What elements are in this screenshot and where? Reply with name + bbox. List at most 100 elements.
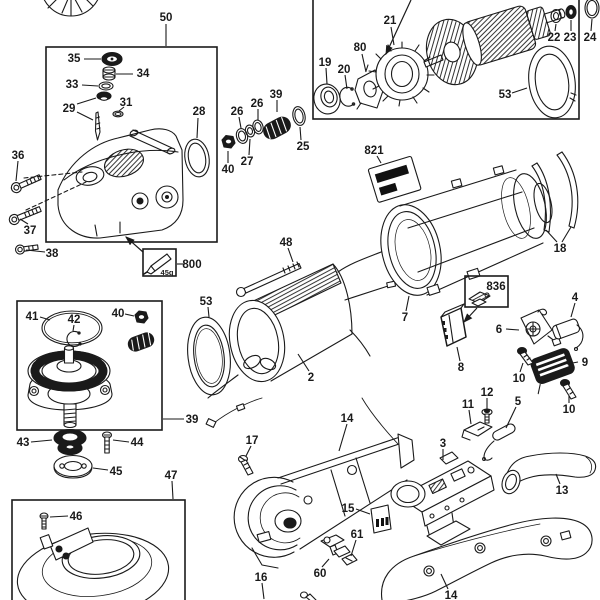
leader-line <box>171 480 174 500</box>
screw-44 <box>101 431 113 454</box>
leader-line <box>390 26 395 46</box>
part-label-42: 42 <box>68 314 81 326</box>
leader-line <box>49 515 69 518</box>
leader-line <box>30 439 53 443</box>
part-label-836: 836 <box>486 281 505 293</box>
bolt-38 <box>14 244 39 255</box>
brush-icon-836 <box>468 291 491 307</box>
part-label-22: 22 <box>548 32 561 44</box>
ring-53-armature <box>528 45 577 119</box>
leader-line <box>81 84 99 87</box>
leader-line <box>376 155 382 164</box>
clamp-nut-45 <box>53 454 93 479</box>
pinion-gear-39 <box>263 116 291 140</box>
brush-holder-6 <box>520 308 562 347</box>
leader-line <box>207 306 210 318</box>
washer-23 <box>565 4 577 20</box>
leader-line <box>590 18 593 32</box>
box-group-47 <box>11 499 186 600</box>
part-label-29: 29 <box>63 103 76 115</box>
leader-line <box>245 445 252 457</box>
screw-10-b <box>559 378 577 400</box>
part-label-50: 50 <box>160 12 173 24</box>
part-label-9: 9 <box>582 357 588 369</box>
washer-22 <box>550 8 562 24</box>
part-label-821: 821 <box>364 145 384 157</box>
part-label-25: 25 <box>297 141 310 153</box>
part-label-44: 44 <box>131 437 144 449</box>
leader-line <box>39 316 51 321</box>
ring-24 <box>584 0 600 19</box>
leader-line <box>440 573 449 590</box>
leader-line <box>261 582 265 600</box>
part-label-19: 19 <box>319 57 332 69</box>
screw-10-a <box>516 346 534 366</box>
leader-line <box>92 467 109 471</box>
part-label-14: 14 <box>445 590 458 600</box>
part-label-17: 17 <box>246 435 259 447</box>
leader-line <box>76 97 97 105</box>
bearing-35 <box>101 51 123 67</box>
oring-31 <box>112 110 124 118</box>
oring-25 <box>292 106 306 126</box>
leader-line <box>570 302 576 318</box>
leader-line <box>355 508 371 515</box>
leader-line <box>238 116 242 129</box>
leader-line <box>248 138 251 156</box>
part-label-2: 2 <box>308 372 314 384</box>
leader-line <box>554 23 557 32</box>
part-label-23: 23 <box>564 32 577 44</box>
motor-housing-7 <box>361 165 553 445</box>
part-label-37: 37 <box>24 225 37 237</box>
leader-line <box>297 353 310 372</box>
label-plate-15 <box>370 504 392 534</box>
part-label-16: 16 <box>255 572 268 584</box>
part-label-7: 7 <box>402 312 408 324</box>
side-handle-13 <box>501 452 597 495</box>
leader-line <box>299 126 302 141</box>
part-label-14: 14 <box>341 413 354 425</box>
leader-line <box>15 160 19 182</box>
box-group-armature <box>312 0 580 120</box>
leader-line <box>561 226 572 243</box>
nut-40-box39 <box>127 310 155 352</box>
part-label-47: 47 <box>165 470 178 482</box>
part-label-45: 45 <box>110 466 123 478</box>
part-label-60: 60 <box>314 568 327 580</box>
screw-bottom-16 <box>299 591 317 600</box>
part-label-39: 39 <box>270 89 283 101</box>
part-label-27: 27 <box>241 156 254 168</box>
part-label-3: 3 <box>440 438 446 450</box>
wire-lead <box>205 397 263 428</box>
bearing-19 <box>313 83 341 115</box>
leader-line <box>72 324 75 332</box>
part-label-33: 33 <box>66 79 79 91</box>
part-label-45g: 45g <box>161 268 174 277</box>
grease-tube-icon <box>143 253 172 275</box>
leader-line <box>118 106 125 112</box>
switch-assembly-3 <box>390 451 495 546</box>
arrow-leader <box>463 307 478 323</box>
part-label-21: 21 <box>384 15 397 27</box>
leader-line <box>287 247 294 263</box>
inner-cover-14 <box>233 433 415 569</box>
part-label-41: 41 <box>26 311 39 323</box>
washer-26-b <box>252 119 264 135</box>
screw-12 <box>481 408 493 424</box>
part-label-53: 53 <box>499 89 512 101</box>
part-label-40: 40 <box>222 164 235 176</box>
leader-line <box>196 117 199 139</box>
module-8 <box>440 303 467 347</box>
armature-assembly <box>423 5 566 86</box>
wheel-guard-47 <box>16 527 170 600</box>
leader-line <box>338 423 348 452</box>
lock-button-29 <box>94 91 112 141</box>
part-label-15: 15 <box>342 503 355 515</box>
fan-disc-partial <box>43 0 99 17</box>
leader-line <box>468 409 472 425</box>
warning-label-821 <box>367 155 422 203</box>
part-label-12: 12 <box>481 387 494 399</box>
clip-42 <box>66 330 82 348</box>
